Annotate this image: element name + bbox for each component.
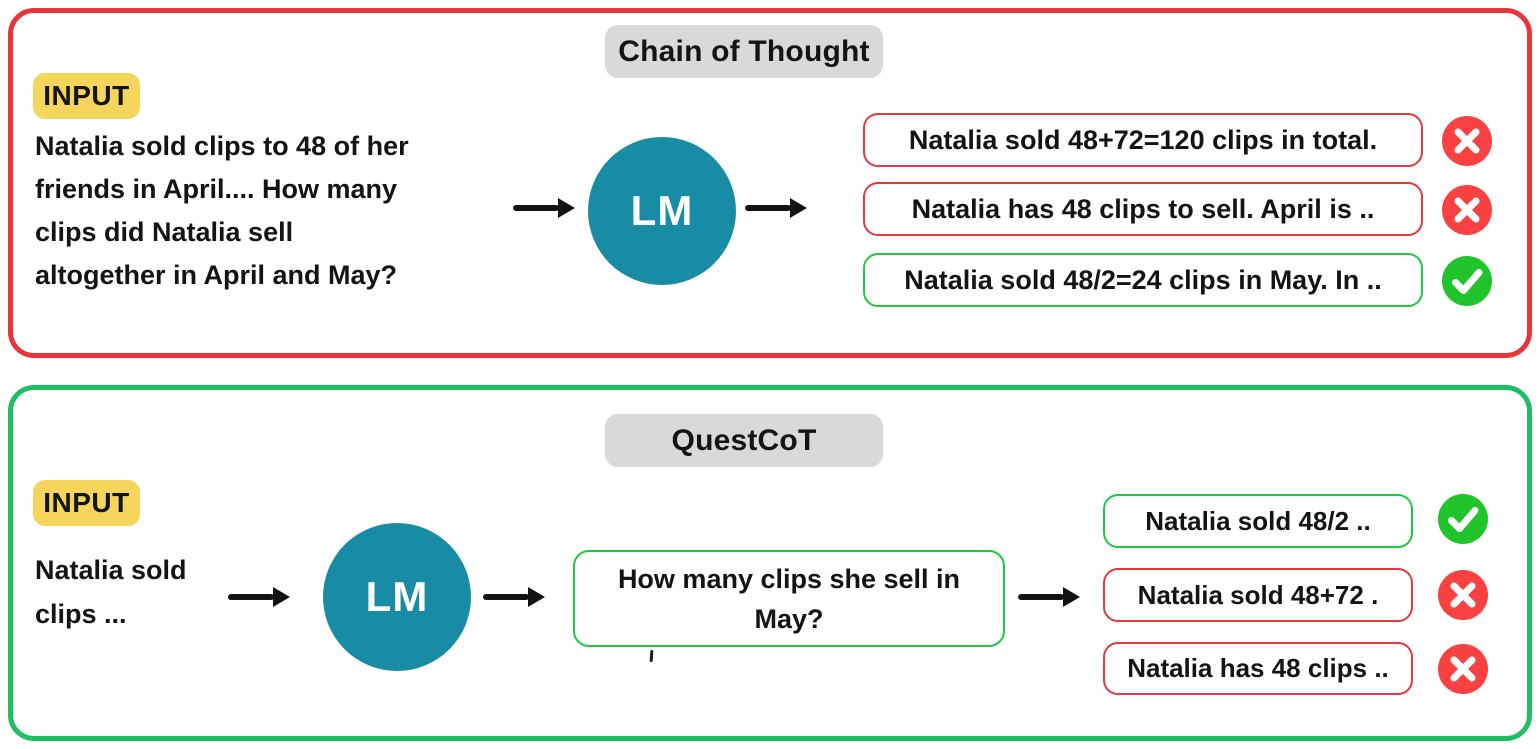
arrow-head [1063, 587, 1080, 607]
arrow-right-icon [745, 195, 807, 221]
lm-circle: LM [323, 523, 471, 671]
input-badge: INPUT [33, 480, 140, 526]
arrow-head [273, 587, 290, 607]
check-icon [1438, 494, 1488, 544]
panel-title: Chain of Thought [605, 25, 883, 78]
arrow-shaft [483, 594, 529, 600]
arrow-right-icon [483, 584, 545, 610]
check-icon [1442, 256, 1492, 306]
cross-icon [1438, 644, 1488, 694]
arrow-shaft [513, 205, 559, 211]
arrow-right-icon [228, 584, 290, 610]
questcot-panel: QuestCoT INPUT Natalia sold clips ... LM… [8, 385, 1532, 741]
arrow-head [528, 587, 545, 607]
output-box-wrong: Natalia sold 48+72=120 clips in total. [863, 113, 1423, 167]
input-text: Natalia sold clips ... [35, 555, 187, 629]
panel-title: QuestCoT [605, 414, 883, 467]
generated-question-box: How many clips she sell in May? [573, 550, 1005, 647]
input-badge: INPUT [33, 73, 140, 119]
arrow-shaft [1018, 594, 1064, 600]
chain-of-thought-panel: Chain of Thought INPUT Natalia sold clip… [8, 8, 1532, 358]
arrow-head [790, 198, 807, 218]
output-box-correct: Natalia sold 48/2=24 clips in May. In .. [863, 253, 1423, 307]
arrow-head [558, 198, 575, 218]
cross-icon [1438, 570, 1488, 620]
arrow-right-icon [1018, 584, 1080, 610]
arrow-right-icon [513, 195, 575, 221]
cross-icon [1442, 116, 1492, 166]
arrow-shaft [745, 205, 791, 211]
output-box-wrong: Natalia has 48 clips .. [1103, 642, 1413, 695]
input-text: Natalia sold clips to 48 of her friends … [35, 131, 409, 290]
output-box-correct: Natalia sold 48/2 .. [1103, 494, 1413, 548]
lm-circle: LM [588, 137, 736, 285]
arrow-shaft [228, 594, 274, 600]
cross-icon [1442, 185, 1492, 235]
stray-tick-mark [649, 649, 654, 663]
output-box-wrong: Natalia has 48 clips to sell. April is .… [863, 182, 1423, 236]
output-box-wrong: Natalia sold 48+72 . [1103, 568, 1413, 622]
